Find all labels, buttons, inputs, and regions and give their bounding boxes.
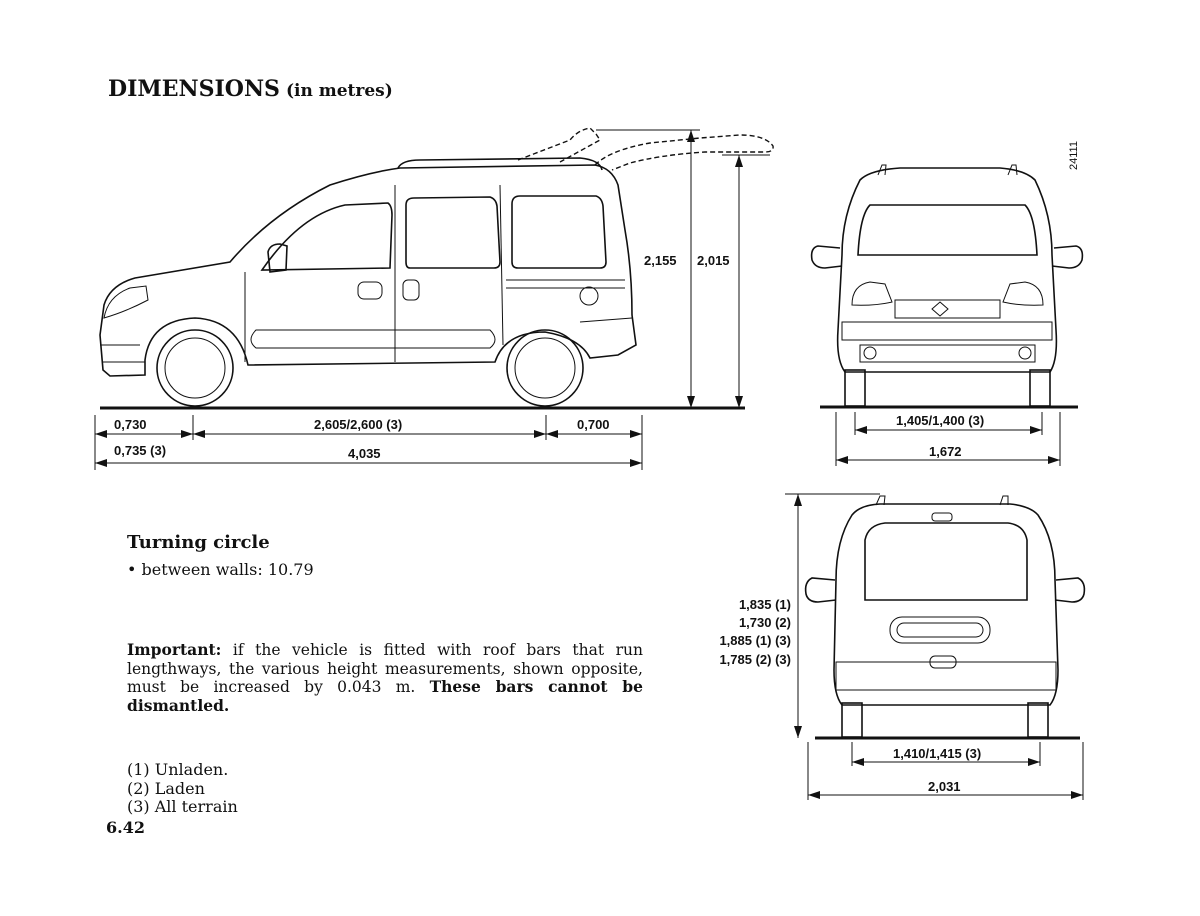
turning-circle-value: • between walls: 10.79	[127, 560, 314, 579]
dim-rear-height-1: 1,835 (1)	[739, 597, 791, 612]
dim-front-overhang: 0,730	[114, 417, 147, 432]
dim-front-width: 1,672	[929, 444, 962, 459]
dim-rear-overhang: 0,700	[577, 417, 610, 432]
dim-rear-width: 2,031	[928, 779, 961, 794]
footnote-all-terrain: (3) All terrain	[127, 797, 238, 816]
title-main: DIMENSIONS	[108, 76, 280, 102]
dim-rear-height-3: 1,885 (1) (3)	[719, 633, 791, 648]
dim-rear-height-4: 1,785 (2) (3)	[719, 652, 791, 667]
turning-circle-heading: Turning circle	[127, 532, 270, 553]
footnote-unladen: (1) Unladen.	[127, 760, 229, 779]
side-view-vehicle-drawing	[99, 127, 774, 410]
figure-reference: 24111	[1068, 141, 1080, 170]
title-units: (in metres)	[285, 81, 393, 101]
footnote-laden: (2) Laden	[127, 778, 205, 798]
dim-height-open: 2,155	[644, 253, 677, 268]
important-text: if the vehicle is fitted with roof bars …	[127, 641, 643, 696]
dim-height-roof: 2,015	[697, 253, 730, 268]
dim-front-overhang-alt: 0,735 (3)	[114, 443, 166, 458]
dim-wheelbase: 2,605/2,600 (3)	[314, 417, 402, 432]
dim-overall-length: 4,035	[348, 446, 381, 461]
important-label: Important:	[127, 640, 222, 659]
dim-rear-track: 1,410/1,415 (3)	[893, 746, 981, 761]
important-bold-end: These bars cannot be dismantled.	[127, 677, 643, 715]
front-view-vehicle-drawing	[810, 164, 1084, 466]
page-title: DIMENSIONS(in metres)	[108, 76, 393, 102]
dim-front-track: 1,405/1,400 (3)	[896, 413, 984, 428]
rear-view-vehicle-drawing	[785, 493, 1086, 800]
side-view-dimension-lines	[94, 415, 643, 470]
page-number: 6.42	[106, 818, 145, 837]
footnotes: (1) Unladen. (2) Laden (3) All terrain	[127, 760, 238, 817]
dim-rear-height-2: 1,730 (2)	[739, 615, 791, 630]
important-note: Important: if the vehicle is fitted with…	[127, 640, 643, 715]
